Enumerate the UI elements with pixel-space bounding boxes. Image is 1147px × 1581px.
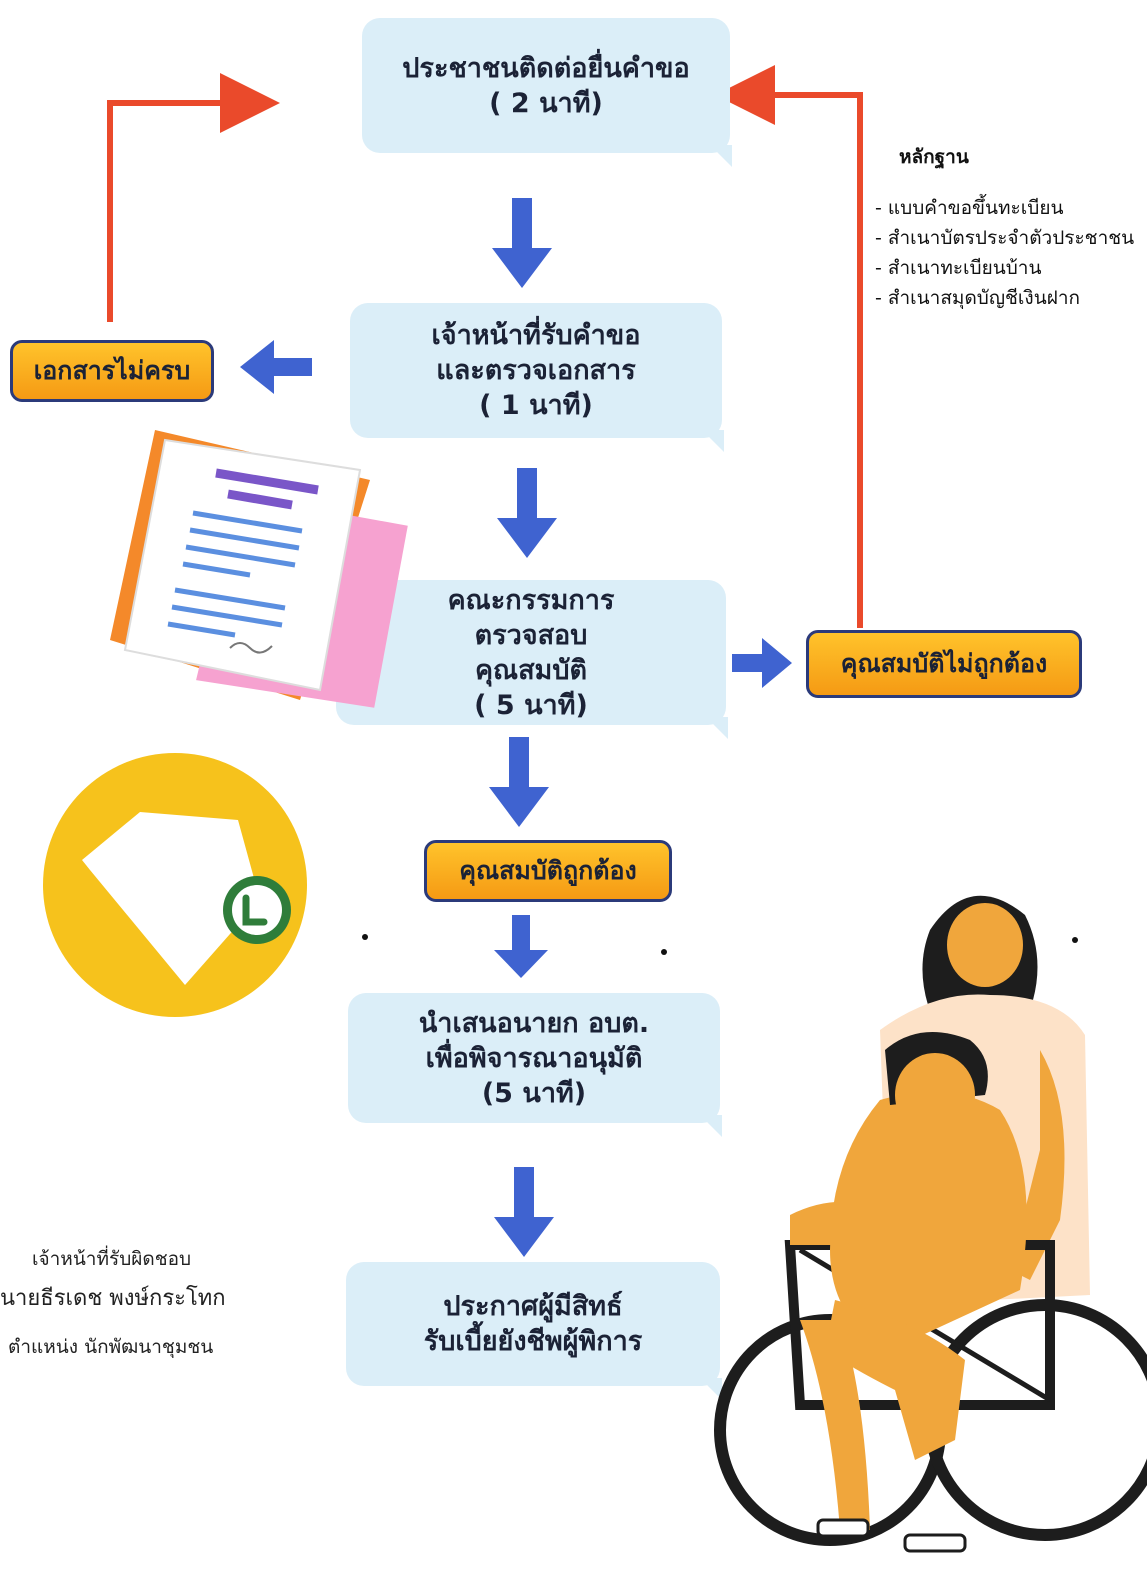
step-officer-review: เจ้าหน้าที่รับคำขอ และตรวจเอกสาร ( 1 นาท… <box>350 303 724 452</box>
step-4-line-3: (5 นาที) <box>481 1077 587 1109</box>
step-2-line-1: เจ้าหน้าที่รับคำขอ <box>431 320 641 351</box>
step-3-line-2: ตรวจสอบ <box>474 619 588 651</box>
evidence-title: หลักฐาน <box>899 146 969 168</box>
step-5-line-2: รับเบี้ยยังชีพผู้พิการ <box>423 1326 643 1357</box>
return-arrow-incomplete <box>107 73 280 322</box>
down-arrow-2 <box>497 468 557 558</box>
down-arrow-5 <box>494 1167 554 1257</box>
responsible-label: เจ้าหน้าที่รับผิดชอบ <box>32 1248 192 1270</box>
right-arrow-not-qualified <box>732 638 792 688</box>
step-3-line-3: คุณสมบัติ <box>474 654 588 686</box>
step-1-line-2: ( 2 นาที) <box>489 87 603 119</box>
badge-qualified: คุณสมบัติถูกต้อง <box>424 840 672 902</box>
step-announce-eligible: ประกาศผู้มีสิทธ์ รับเบี้ยยังชีพผู้พิการ <box>346 1262 722 1400</box>
step-committee-check: คณะกรรมการ ตรวจสอบ คุณสมบัติ ( 5 นาที) <box>336 580 728 739</box>
step-submit-request: ประชาชนติดต่อยื่นคำขอ ( 2 นาที) <box>362 18 732 167</box>
step-3-line-1: คณะกรรมการ <box>447 584 615 616</box>
evidence-item: สำเนาทะเบียนบ้าน <box>875 253 1134 283</box>
step-5-line-1: ประกาศผู้มีสิทธ์ <box>443 1291 623 1322</box>
step-4-line-1: นำเสนอนายก อบต. <box>418 1007 650 1039</box>
step-4-line-2: เพื่อพิจารณาอนุมัติ <box>425 1042 643 1074</box>
evidence-item: สำเนาบัตรประจำตัวประชาชน <box>875 223 1134 253</box>
step-2-line-3: ( 1 นาที) <box>479 390 593 421</box>
down-arrow-1 <box>492 198 552 288</box>
badge-incomplete-documents: เอกสารไม่ครบ <box>10 340 214 402</box>
step-2-line-2: และตรวจเอกสาร <box>436 355 636 386</box>
evidence-item: แบบคำขอขึ้นทะเบียน <box>875 193 1134 223</box>
step-1-line-1: ประชาชนติดต่อยื่นคำขอ <box>402 52 690 84</box>
left-arrow-incomplete <box>240 340 312 394</box>
down-arrow-3 <box>489 737 549 827</box>
step-3-line-4: ( 5 นาที) <box>474 689 588 721</box>
return-arrow-not-qualified <box>715 65 863 628</box>
evidence-list: แบบคำขอขึ้นทะเบียน สำเนาบัตรประจำตัวประช… <box>875 193 1134 313</box>
evidence-item: สำเนาสมุดบัญชีเงินฝาก <box>875 283 1134 313</box>
responsible-name: นายธีรเดช พงษ์กระโทก <box>0 1286 226 1311</box>
step-propose-approval: นำเสนอนายก อบต. เพื่อพิจารณาอนุมัติ (5 น… <box>348 993 722 1137</box>
badge-not-qualified: คุณสมบัติไม่ถูกต้อง <box>806 630 1082 698</box>
down-arrow-4 <box>494 915 548 978</box>
responsible-position: ตำแหน่ง นักพัฒนาชุมชน <box>8 1336 214 1358</box>
